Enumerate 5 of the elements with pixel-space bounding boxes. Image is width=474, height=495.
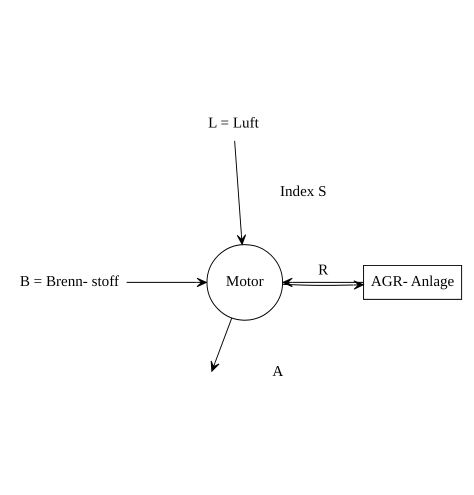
- node-text: L = Luft: [208, 114, 259, 131]
- label: A: [272, 363, 284, 380]
- label: Index S: [280, 184, 326, 200]
- node-text: B = Brenn- stoff: [20, 273, 119, 290]
- edge-label: R: [318, 262, 328, 278]
